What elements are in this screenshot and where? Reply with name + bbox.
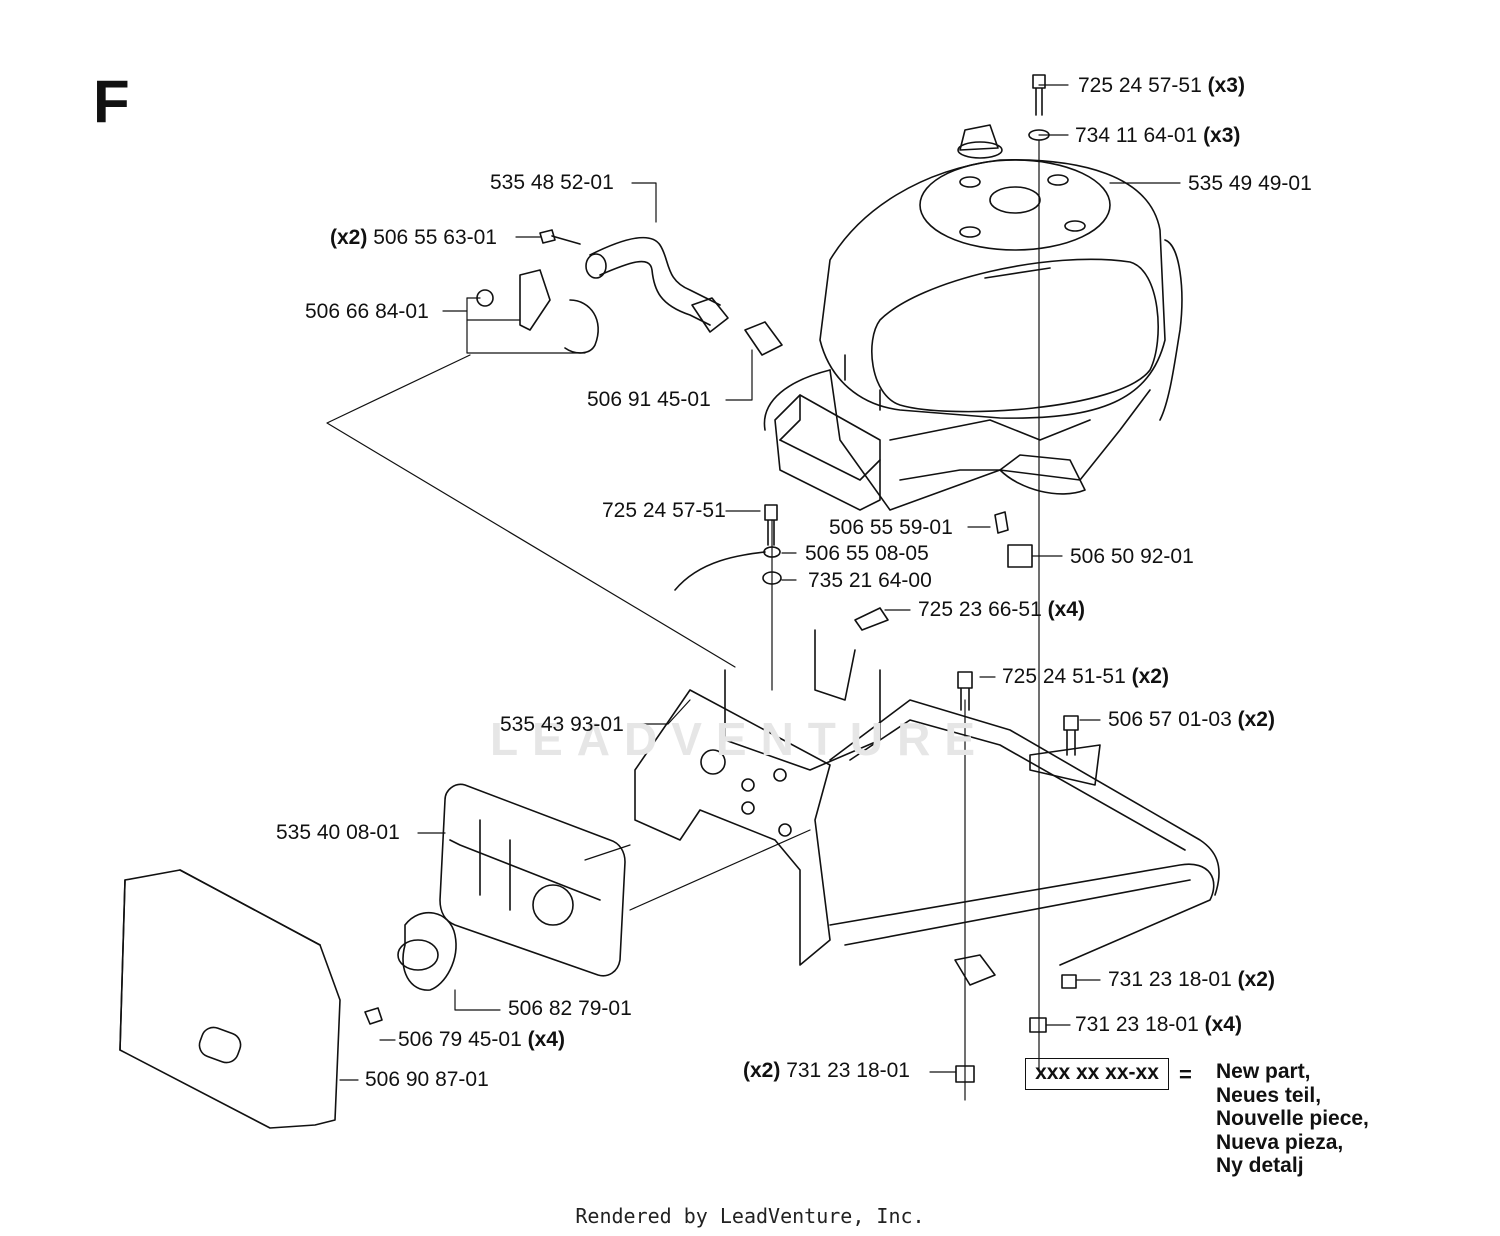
callout-506-66-84-01[interactable]: 506 66 84-01 bbox=[305, 300, 429, 324]
frame-drawing bbox=[829, 699, 1220, 986]
legend-line: Nouvelle piece, bbox=[1216, 1107, 1369, 1130]
part-number: 725 24 51-51 bbox=[1002, 665, 1126, 688]
part-number: 506 55 63-01 bbox=[373, 226, 497, 249]
quantity: (x3) bbox=[1207, 74, 1245, 97]
legend-line: New part, bbox=[1216, 1060, 1311, 1083]
legend-line: Neues teil, bbox=[1216, 1083, 1322, 1107]
callout-506-57-01-03[interactable]: 506 57 01-03 (x2) bbox=[1108, 708, 1275, 732]
part-number: 506 90 87-01 bbox=[365, 1068, 489, 1091]
callout-535-49-49-01[interactable]: 535 49 49-01 bbox=[1188, 172, 1312, 196]
part-number: 506 55 08-05 bbox=[805, 542, 929, 565]
part-number: 725 23 66-51 bbox=[918, 598, 1042, 621]
callout-506-82-79-01[interactable]: 506 82 79-01 bbox=[508, 997, 632, 1021]
part-number: 535 48 52-01 bbox=[490, 171, 614, 194]
muffler-drawing bbox=[439, 783, 626, 977]
gasket-drawing bbox=[744, 321, 783, 356]
quantity: (x2) bbox=[1131, 665, 1169, 688]
callout-735-21-64-00[interactable]: 735 21 64-00 bbox=[808, 569, 932, 593]
clamp-drawing bbox=[476, 269, 599, 354]
part-number: 506 79 45-01 bbox=[398, 1028, 522, 1051]
callout-731-23-18-01-x4[interactable]: 731 23 18-01 (x4) bbox=[1075, 1013, 1242, 1037]
watermark: LEADVENTURE bbox=[490, 713, 990, 765]
part-number: 734 11 64-01 bbox=[1075, 124, 1198, 147]
legend-line: Nueva pieza, bbox=[1216, 1130, 1344, 1154]
callout-725-24-57-51[interactable]: 725 24 57-51 bbox=[602, 499, 726, 523]
part-number: 731 23 18-01 bbox=[1075, 1013, 1199, 1036]
part-number: 535 43 93-01 bbox=[500, 713, 624, 736]
callout-506-50-92-01[interactable]: 506 50 92-01 bbox=[1070, 545, 1194, 569]
part-number: 731 23 18-01 bbox=[786, 1059, 910, 1082]
quantity: (x4) bbox=[1047, 598, 1085, 621]
exhaust-pipe-drawing bbox=[585, 236, 729, 333]
callout-506-91-45-01[interactable]: 506 91 45-01 bbox=[587, 388, 711, 412]
part-number: 725 24 57-51 bbox=[1078, 74, 1202, 97]
part-number: 535 40 08-01 bbox=[276, 821, 400, 844]
quantity: (x2) bbox=[1237, 968, 1275, 991]
legend-part-box: xxx xx xx-xx bbox=[1025, 1058, 1169, 1090]
part-number: 506 82 79-01 bbox=[508, 997, 632, 1020]
callout-506-90-87-01[interactable]: 506 90 87-01 bbox=[365, 1068, 489, 1092]
quantity: (x4) bbox=[527, 1028, 565, 1051]
quantity: (x4) bbox=[1204, 1013, 1242, 1036]
quantity: (x3) bbox=[1203, 124, 1241, 147]
callout-535-48-52-01[interactable]: 535 48 52-01 bbox=[490, 171, 614, 195]
part-number: 506 91 45-01 bbox=[587, 388, 711, 411]
part-number: 506 50 92-01 bbox=[1070, 545, 1194, 568]
footer-credit: Rendered by LeadVenture, Inc. bbox=[575, 1204, 925, 1228]
callout-725-23-66-51[interactable]: 725 23 66-51 (x4) bbox=[918, 598, 1085, 622]
callout-734-11-64-01[interactable]: 734 11 64-01 (x3) bbox=[1075, 124, 1240, 148]
part-number: 506 66 84-01 bbox=[305, 300, 429, 323]
callout-506-55-59-01[interactable]: 506 55 59-01 bbox=[829, 516, 953, 540]
quantity: (x2) bbox=[743, 1059, 781, 1082]
leader-lines bbox=[326, 84, 1181, 1101]
callout-731-23-18-01-x2[interactable]: 731 23 18-01 (x2) bbox=[1108, 968, 1275, 992]
quantity: (x2) bbox=[330, 226, 368, 249]
part-number: 535 49 49-01 bbox=[1188, 172, 1312, 195]
quantity: (x2) bbox=[1237, 708, 1275, 731]
part-number: 731 23 18-01 bbox=[1108, 968, 1232, 991]
deflector-drawing bbox=[397, 911, 457, 991]
bracket-drawing bbox=[634, 629, 881, 966]
legend-line: Ny detalj bbox=[1216, 1154, 1304, 1177]
callout-506-79-45-01[interactable]: 506 79 45-01 (x4) bbox=[398, 1028, 565, 1052]
muffler-shield-drawing bbox=[119, 869, 341, 1129]
part-number: 725 24 57-51 bbox=[602, 499, 726, 522]
callout-535-43-93-01[interactable]: 535 43 93-01 bbox=[500, 713, 624, 737]
part-number: 735 21 64-00 bbox=[808, 569, 932, 592]
callout-535-40-08-01[interactable]: 535 40 08-01 bbox=[276, 821, 400, 845]
part-number: 506 57 01-03 bbox=[1108, 708, 1232, 731]
bolt-drawing bbox=[539, 229, 581, 245]
callout-725-24-51-51[interactable]: 725 24 51-51 (x2) bbox=[1002, 665, 1169, 689]
part-number: 506 55 59-01 bbox=[829, 516, 953, 539]
callout-506-55-63-01[interactable]: (x2) 506 55 63-01 bbox=[330, 226, 497, 250]
callout-506-55-08-05[interactable]: 506 55 08-05 bbox=[805, 542, 929, 566]
section-letter: F bbox=[93, 68, 130, 135]
engine-drawing bbox=[763, 124, 1183, 511]
legend-new-part: New part, Neues teil, Nouvelle piece, Nu… bbox=[1216, 1060, 1369, 1178]
callout-731-23-18-01-bottom[interactable]: (x2) 731 23 18-01 bbox=[743, 1059, 910, 1083]
callout-725-24-57-51-top[interactable]: 725 24 57-51 (x3) bbox=[1078, 74, 1245, 98]
legend-equals: = bbox=[1179, 1062, 1192, 1087]
